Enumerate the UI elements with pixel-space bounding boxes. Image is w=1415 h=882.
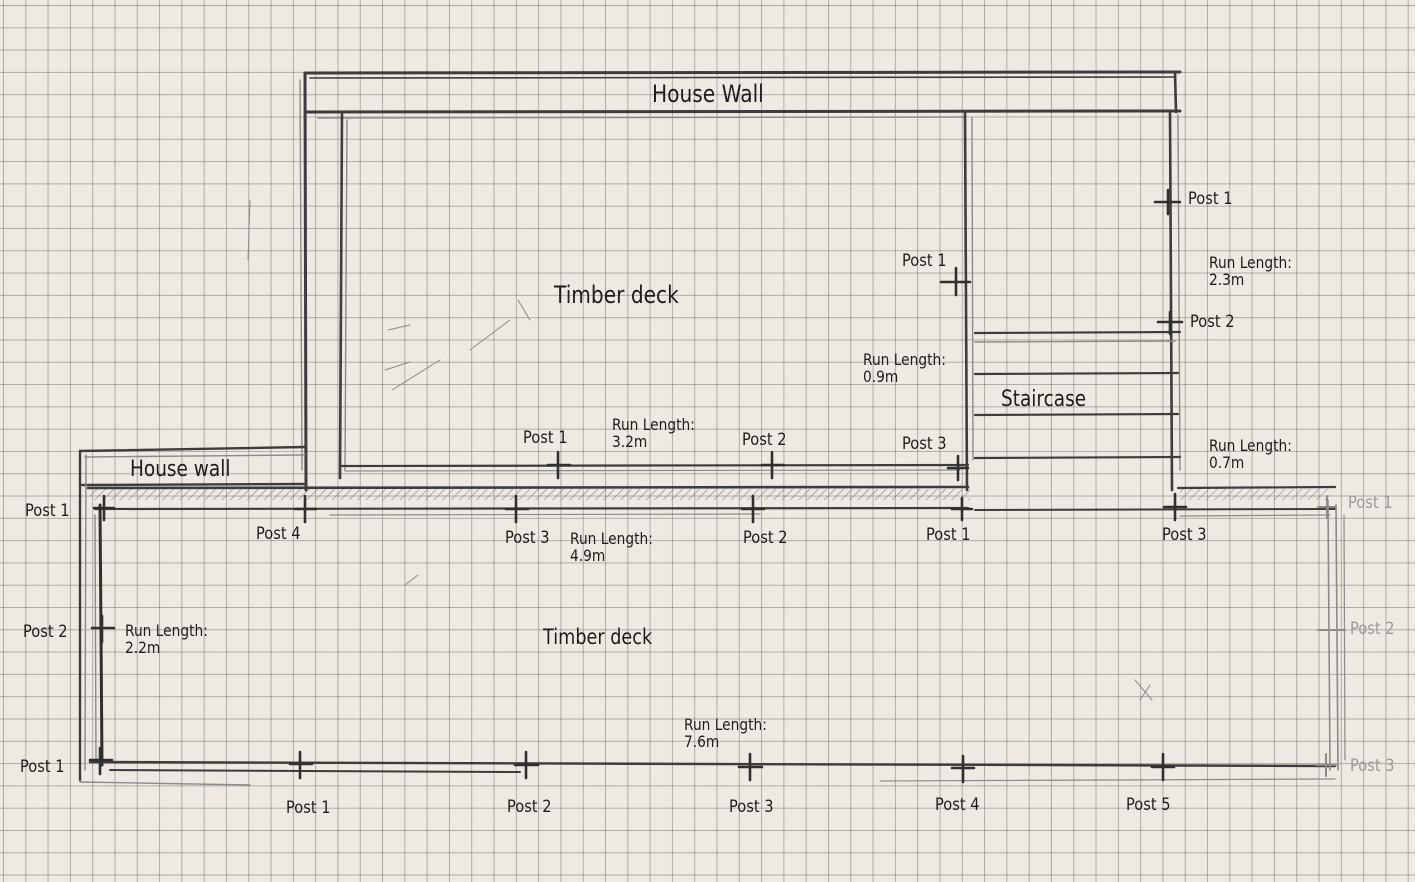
post-label: Post 2 [507,797,552,817]
timber-deck-upper-label: Timber deck [554,281,679,309]
house-wall-top-outline [299,70,1182,492]
house-wall-top-label: House Wall [652,80,764,108]
run-length-upper-rail: Run Length: 3.2m [612,416,695,450]
post-label: Post 3 [902,434,947,454]
post-label: Post 1 [926,525,971,545]
hatched-boundary [86,485,1337,517]
post-label: Post 1 [25,501,70,521]
timber-deck-lower-label: Timber deck [543,625,653,649]
run-length-value: 7.6m [684,732,720,751]
run-length-value: 2.3m [1209,270,1245,289]
post-ticks [88,188,1346,784]
faint-sketch-marks [247,199,1153,701]
run-length-value: 0.7m [1209,453,1245,472]
post-label: Post 3 [729,797,774,817]
run-length-stair-left: Run Length: 0.9m [863,351,946,385]
post-label: Post 4 [256,524,301,544]
run-length-title: Run Length: [1209,436,1292,455]
run-length-left-side: Run Length: 2.2m [125,622,208,656]
staircase-label: Staircase [1001,387,1087,412]
post-label: Post 1 [1348,493,1393,513]
run-length-stair-right-top: Run Length: 2.3m [1209,254,1292,288]
house-wall-left-label: House wall [130,457,231,482]
post-label: Post 1 [902,251,947,271]
post-label: Post 2 [743,528,788,548]
post-label: Post 3 [1350,756,1395,776]
post-label: Post 3 [1162,525,1207,545]
post-label: Post 2 [1190,312,1235,332]
run-length-value: 0.9m [863,367,899,386]
run-length-mid-rail: Run Length: 4.9m [570,530,653,564]
run-length-bottom-rail: Run Length: 7.6m [684,716,767,750]
run-length-value: 3.2m [612,432,648,451]
post-label: Post 2 [742,430,787,450]
run-length-title: Run Length: [1209,253,1292,272]
post-label: Post 5 [1126,795,1171,815]
post-label: Post 4 [935,795,980,815]
post-label: Post 1 [1188,189,1233,209]
run-length-title: Run Length: [125,621,208,640]
post-label: Post 1 [20,757,65,777]
post-label: Post 2 [1350,619,1395,639]
post-label: Post 2 [23,622,68,642]
post-label: Post 1 [523,428,568,448]
house-wall-left-outline [78,445,307,782]
post-label: Post 3 [505,528,550,548]
upper-deck-outline [338,111,974,492]
staircase-outline [973,110,1182,492]
run-length-title: Run Length: [612,415,695,434]
run-length-value: 4.9m [570,546,606,565]
run-length-title: Run Length: [570,529,653,548]
run-length-stair-right-bottom: Run Length: 0.7m [1209,437,1292,471]
run-length-title: Run Length: [684,715,767,734]
run-length-title: Run Length: [863,350,946,369]
run-length-value: 2.2m [125,638,161,657]
post-label: Post 1 [286,798,331,818]
